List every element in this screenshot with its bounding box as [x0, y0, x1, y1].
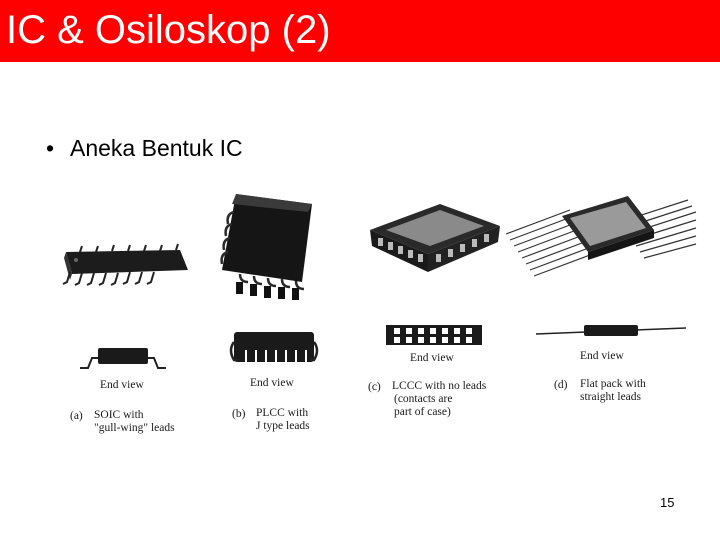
caption-d-line1: Flat pack with: [580, 378, 646, 390]
caption-a-line2: "gull-wing" leads: [94, 422, 175, 434]
flatpack-top-view: [505, 196, 697, 277]
caption-d-line2: straight leads: [580, 391, 641, 403]
page-number: 15: [660, 495, 675, 510]
lccc-end-view: [386, 325, 482, 345]
bullet-symbol: •: [46, 135, 55, 161]
ic-package-figure: End view End view End view End view (a) …: [40, 182, 700, 450]
caption-b-line2: J type leads: [256, 420, 310, 432]
caption-d-letter: (d): [554, 379, 568, 391]
caption-c-line3: part of case): [394, 406, 451, 418]
soic-end-view: [80, 348, 166, 369]
bullet-text: Aneka Bentuk IC: [70, 135, 243, 161]
soic-top-view: [62, 243, 188, 286]
plcc-end-view: [229, 332, 319, 366]
caption-c-line2: (contacts are: [394, 393, 453, 405]
plcc-top-view: [220, 194, 312, 300]
end-view-label-a: End view: [100, 379, 144, 391]
caption-c-line1: LCCC with no leads: [392, 380, 487, 392]
end-view-label-c: End view: [410, 352, 454, 364]
caption-b-letter: (b): [232, 408, 246, 420]
caption-a-line1: SOIC with: [94, 409, 144, 421]
caption-b-line1: PLCC with: [256, 407, 309, 419]
end-view-label-b: End view: [250, 377, 294, 389]
ic-drawings: [62, 194, 697, 369]
flatpack-end-view: [535, 325, 687, 336]
lccc-top-view: [370, 204, 500, 272]
title-bar: IC & Osiloskop (2): [0, 0, 720, 62]
caption-c-letter: (c): [368, 381, 381, 393]
bullet-item: • Aneka Bentuk IC: [46, 133, 243, 163]
caption-a-letter: (a): [70, 410, 83, 422]
end-view-label-d: End view: [580, 350, 624, 362]
slide-title: IC & Osiloskop (2): [6, 8, 331, 52]
